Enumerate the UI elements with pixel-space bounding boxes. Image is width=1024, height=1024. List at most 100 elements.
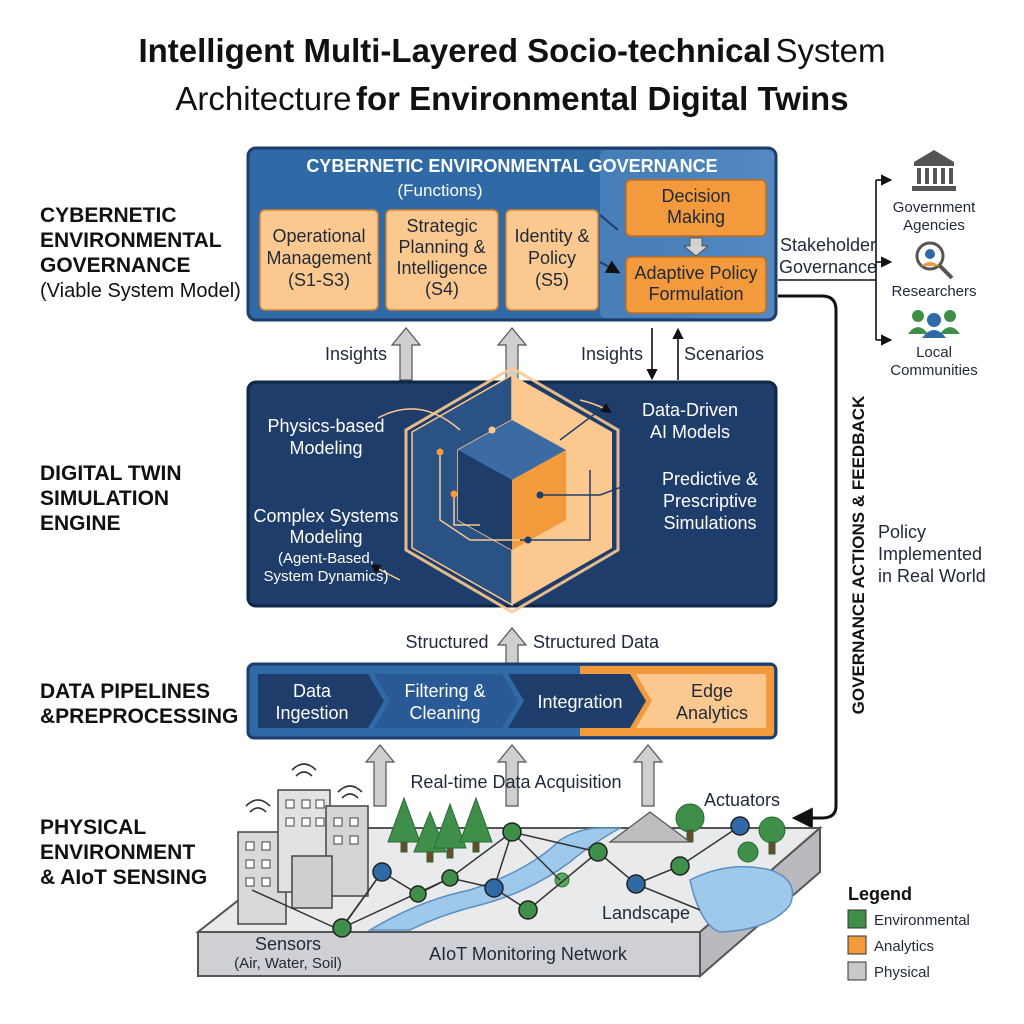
legend-swatch-environmental bbox=[847, 909, 867, 929]
svg-text:ENVIRONMENT: ENVIRONMENT bbox=[40, 841, 195, 864]
svg-text:Strategic: Strategic bbox=[406, 216, 477, 236]
svg-text:Complex Systems: Complex Systems bbox=[253, 506, 398, 526]
svg-text:Stakeholder: Stakeholder bbox=[780, 235, 876, 255]
flow-scenarios: Scenarios bbox=[672, 327, 764, 380]
stakeholder-government: Government bbox=[893, 199, 976, 216]
svg-text:Data-Driven: Data-Driven bbox=[642, 400, 738, 420]
svg-text:Physics-based: Physics-based bbox=[267, 416, 384, 436]
flow-center-up bbox=[496, 327, 528, 381]
svg-text:(S4): (S4) bbox=[425, 279, 459, 299]
svg-text:(S5): (S5) bbox=[535, 270, 569, 290]
pipeline-step-integration: Integration bbox=[508, 674, 646, 728]
svg-text:System Dynamics): System Dynamics) bbox=[263, 568, 388, 585]
legend-swatch-physical bbox=[847, 961, 867, 981]
svg-text:Operational: Operational bbox=[272, 226, 365, 246]
twin-physics-label: Physics-based Modeling bbox=[267, 416, 384, 458]
landscape-label: Landscape bbox=[602, 903, 690, 923]
governance-box: CYBERNETIC ENVIRONMENTAL GOVERNANCE (Fun… bbox=[246, 146, 778, 322]
legend: Legend Environmental Analytics Physical bbox=[847, 884, 970, 981]
legend-label-analytics: Analytics bbox=[874, 938, 934, 955]
svg-text:Integration: Integration bbox=[537, 692, 622, 712]
digital-twin-box: Physics-based Modeling Complex Systems M… bbox=[246, 366, 778, 614]
flow-structured-data: Structured Structured Data bbox=[405, 627, 660, 665]
svg-text:Decision: Decision bbox=[661, 186, 730, 206]
svg-text:Formulation: Formulation bbox=[648, 284, 743, 304]
function-operational: Operational Management (S1-S3) bbox=[259, 209, 379, 311]
svg-text:Structured Data: Structured Data bbox=[533, 632, 660, 652]
function-identity: Identity & Policy (S5) bbox=[505, 209, 599, 311]
svg-text:Cleaning: Cleaning bbox=[409, 703, 480, 723]
layer-label-governance: CYBERNETIC ENVIRONMENTAL GOVERNANCE (Via… bbox=[40, 204, 241, 302]
svg-text:PHYSICAL: PHYSICAL bbox=[40, 816, 146, 839]
svg-text:Ingestion: Ingestion bbox=[275, 703, 348, 723]
stakeholder-researchers: Researchers bbox=[891, 283, 976, 300]
svg-text:DIGITAL TWIN: DIGITAL TWIN bbox=[40, 462, 182, 485]
stakeholder-governance-label: Stakeholder Governance bbox=[779, 235, 877, 277]
svg-text:Implemented: Implemented bbox=[878, 544, 982, 564]
svg-text:ENGINE: ENGINE bbox=[40, 512, 121, 535]
actuators-label: Actuators bbox=[704, 790, 780, 810]
svg-text:Modeling: Modeling bbox=[289, 438, 362, 458]
svg-text:DATA PIPELINES: DATA PIPELINES bbox=[40, 680, 210, 703]
legend-title: Legend bbox=[848, 884, 912, 904]
feedback-label: GOVERNANCE ACTIONS & FEEDBACK bbox=[849, 395, 868, 714]
svg-text:&PREPROCESSING: &PREPROCESSING bbox=[40, 705, 238, 728]
svg-text:& AIoT SENSING: & AIoT SENSING bbox=[40, 866, 207, 889]
layer-label-pipeline: DATA PIPELINES &PREPROCESSING bbox=[40, 680, 238, 728]
governance-header: CYBERNETIC ENVIRONMENTAL GOVERNANCE bbox=[306, 156, 717, 176]
pipeline-box: Data Ingestion Filtering & Cleaning Inte… bbox=[246, 662, 778, 740]
layer-label-twin: DIGITAL TWIN SIMULATION ENGINE bbox=[40, 462, 182, 535]
title-line-1: Intelligent Multi-Layered Socio-technica… bbox=[138, 32, 885, 69]
policy-implemented-label: Policy Implemented in Real World bbox=[878, 522, 986, 586]
pipeline-step-filtering: Filtering & Cleaning bbox=[374, 674, 518, 728]
communities-icon bbox=[908, 310, 960, 338]
twin-data-driven-label: Data-Driven AI Models bbox=[642, 400, 738, 442]
svg-text:Scenarios: Scenarios bbox=[684, 344, 764, 364]
svg-text:Planning &: Planning & bbox=[398, 237, 485, 257]
researchers-icon bbox=[915, 241, 954, 280]
svg-text:Identity &: Identity & bbox=[514, 226, 589, 246]
svg-text:(Viable System Model): (Viable System Model) bbox=[40, 280, 241, 302]
svg-text:Simulations: Simulations bbox=[663, 513, 756, 533]
svg-text:Filtering &: Filtering & bbox=[404, 681, 485, 701]
svg-text:Management: Management bbox=[266, 248, 371, 268]
svg-text:Real-time Data Acquisition: Real-time Data Acquisition bbox=[410, 772, 621, 792]
function-strategic: Strategic Planning & Intelligence (S4) bbox=[385, 209, 499, 311]
svg-text:Modeling: Modeling bbox=[289, 527, 362, 547]
svg-text:Intelligence: Intelligence bbox=[396, 258, 487, 278]
svg-text:in Real World: in Real World bbox=[878, 566, 986, 586]
twin-complex-label: Complex Systems Modeling (Agent-Based, S… bbox=[253, 506, 398, 585]
decision-making-box: Decision Making bbox=[625, 179, 767, 237]
stakeholder-government-2: Agencies bbox=[903, 217, 965, 234]
svg-text:GOVERNANCE: GOVERNANCE bbox=[40, 254, 191, 277]
stakeholder-communities-2: Communities bbox=[890, 362, 978, 379]
legend-swatch-analytics bbox=[847, 935, 867, 955]
legend-label-physical: Physical bbox=[874, 964, 930, 981]
network-label: AIoT Monitoring Network bbox=[429, 944, 628, 964]
svg-text:Making: Making bbox=[667, 207, 725, 227]
flow-realtime: Real-time Data Acquisition bbox=[364, 744, 664, 807]
pipeline-step-ingestion: Data Ingestion bbox=[258, 674, 384, 728]
sensors-sub-label: (Air, Water, Soil) bbox=[234, 955, 342, 972]
flow-insights-right: Insights bbox=[581, 328, 658, 381]
svg-text:ENVIRONMENTAL: ENVIRONMENTAL bbox=[40, 229, 222, 252]
svg-text:Prescriptive: Prescriptive bbox=[663, 491, 757, 511]
svg-text:(S1-S3): (S1-S3) bbox=[288, 270, 350, 290]
svg-text:Governance: Governance bbox=[779, 257, 877, 277]
svg-text:Insights: Insights bbox=[581, 344, 643, 364]
physical-environment: Actuators Landscape Sensors (Air, Water,… bbox=[195, 763, 823, 979]
svg-text:Structured: Structured bbox=[405, 632, 488, 652]
svg-text:Analytics: Analytics bbox=[676, 703, 748, 723]
governance-sub: (Functions) bbox=[397, 181, 482, 200]
legend-label-environmental: Environmental bbox=[874, 912, 970, 929]
svg-text:Policy: Policy bbox=[528, 248, 576, 268]
pipeline-step-edge: Edge Analytics bbox=[636, 674, 766, 728]
title-line-2: Architecture for Environmental Digital T… bbox=[175, 80, 848, 117]
svg-text:Insights: Insights bbox=[325, 344, 387, 364]
svg-text:Policy: Policy bbox=[878, 522, 926, 542]
svg-text:(Agent-Based,: (Agent-Based, bbox=[278, 550, 374, 567]
svg-text:AI Models: AI Models bbox=[650, 422, 730, 442]
svg-text:Predictive &: Predictive & bbox=[662, 469, 758, 489]
layer-label-physical: PHYSICAL ENVIRONMENT & AIoT SENSING bbox=[40, 816, 207, 889]
